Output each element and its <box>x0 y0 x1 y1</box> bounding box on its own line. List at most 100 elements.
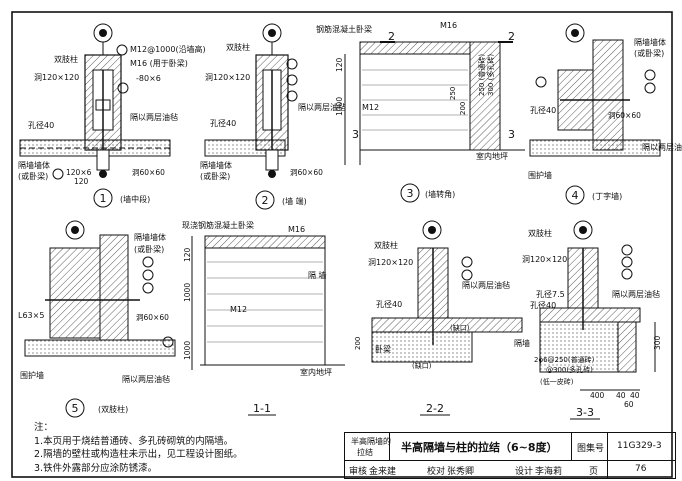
d1-hole-120: 洞120×120 <box>34 72 79 82</box>
d5-youzhan: 隔以两层油毡 <box>122 374 170 384</box>
d2-dim-60x60: 洞60×60 <box>290 168 323 177</box>
s33-dim-400: 400 <box>590 391 605 400</box>
s33-title: 3-3 <box>576 406 594 419</box>
d3-num: 3 <box>407 187 414 200</box>
tb-label-l: 半高隔墙的 <box>351 437 391 446</box>
s33-hole-40: 孔径40 <box>530 300 556 310</box>
tb-label-l2: 拉结 <box>357 448 373 457</box>
d5-geqiang2: (或卧梁) <box>134 244 164 254</box>
d5-l63: L63×5 <box>18 311 44 320</box>
detail-3: 钢筋混凝土卧梁 M16 2 2 120 1000 M12 3 3 250 200… <box>316 21 525 203</box>
s11-xianjiao: 现浇钢筋混凝土卧梁 <box>182 220 254 230</box>
tb-atlas-label: 图集号 <box>577 444 605 454</box>
tb-title: 半高隔墙与柱的拉结（6~8度） <box>401 441 558 454</box>
d1-label-m12: M12@1000(沿墙高) <box>130 44 206 54</box>
s22-quekou2: (缺口) <box>412 361 432 370</box>
d1-geqiang2: (或卧梁) <box>18 171 48 181</box>
detail-1: 双肢柱 M12@1000(沿墙高) M16 (用于卧梁) -80×6 洞120×… <box>18 23 206 208</box>
tb-atlas-no: 11G329-3 <box>617 441 662 451</box>
s11-title: 1-1 <box>253 402 271 415</box>
note-1: 1.本页用于烧结普通砖、多孔砖砌筑的内隔墙。 <box>34 435 234 447</box>
s22-youzhan: 隔以两层油毡 <box>462 280 510 290</box>
d3-sec3b: 3 <box>508 128 515 141</box>
d3-sec2b: 2 <box>508 30 515 43</box>
d4-weihu: 围护墙 <box>528 170 552 180</box>
tb-check-label: 校对 <box>427 467 446 477</box>
s22-title: 2-2 <box>426 402 444 415</box>
s22-shuangzhizhu: 双肢柱 <box>374 240 398 250</box>
d1-youzhan: 隔以两层油毡 <box>130 112 178 122</box>
s33-dim-40a: 40 <box>616 391 626 400</box>
s11-dim-1000a: 1000 <box>183 283 192 302</box>
d3-dim-250: 250 <box>449 87 457 100</box>
d1-dim-120x6: 120×6 <box>66 168 92 177</box>
tb-design-label: 设计 <box>515 467 534 477</box>
d2-geqiang2: (或卧梁) <box>200 171 230 181</box>
d3-dim-1000: 1000 <box>335 97 344 116</box>
d3-shinei: 室内地坪 <box>476 151 508 161</box>
tb-page-no: 76 <box>635 464 647 474</box>
notes: 注： 1.本页用于烧结普通砖、多孔砖砌筑的内隔墙。 2.隔墙的壁柱或构造柱未示出… <box>34 421 243 475</box>
d5-weihu: 围护墙 <box>20 370 44 380</box>
d2-youzhan: 隔以两层油毡 <box>298 102 346 112</box>
d1-label-m16: M16 (用于卧梁) <box>130 59 188 68</box>
d2-num: 2 <box>262 194 269 207</box>
d2-label-shuangzhizhu: 双肢柱 <box>226 42 250 52</box>
tb-divider-3 <box>607 433 608 478</box>
d3-dim-300: 300 (多孔砖) <box>486 54 495 96</box>
d5-geqiang: 隔墙墙体 <box>134 232 166 242</box>
s33-2phi6b: @300(多孔砖) <box>546 365 593 374</box>
d3-dim-250a: 250 (普通砖) <box>477 54 486 96</box>
d5-dim-60x60: 洞60×60 <box>136 313 169 322</box>
s33-dim-60: 60 <box>624 400 634 409</box>
s11-m12: M12 <box>230 305 247 314</box>
s33-geqiang: 隔墙 <box>514 338 530 348</box>
d1-num: 1 <box>100 192 107 205</box>
d3-dim-200: 200 <box>459 102 467 115</box>
detail-2: 双肢柱 洞120×120 孔径40 隔以两层油毡 隔墙墙体 (或卧梁) 洞60×… <box>200 23 346 210</box>
d3-gangjin: 钢筋混凝土卧梁 <box>316 24 372 34</box>
d4-dim-60x60: 洞60×60 <box>608 111 641 120</box>
detail-5: 隔墙墙体 (或卧梁) L63×5 洞60×60 围护墙 隔以两层油毡 5 (双肢… <box>18 220 176 418</box>
section-2-2: 双肢柱 洞120×120 孔径40 隔以两层油毡 (缺口) 卧梁 (缺口) 20… <box>354 220 523 416</box>
note-2: 2.隔墙的壁柱或构造柱未示出，见工程设计图纸。 <box>34 449 243 460</box>
detail-4: 隔墙墙体 (或卧梁) 孔径40 洞60×60 隔以两层油毡 围护墙 4 (丁字墙… <box>528 23 682 205</box>
sheet-frame <box>11 11 673 478</box>
d4-youzhan: 隔以两层油毡 <box>642 142 682 152</box>
tb-review-label: 审核 <box>349 467 368 477</box>
title-block-top-row <box>345 433 675 461</box>
s33-2phi6: 2φ6@250(普通砖) <box>534 355 595 364</box>
d3-caption: (墙转角) <box>425 189 455 199</box>
d4-caption: (丁字墙) <box>592 191 622 201</box>
d2-geqiang: 隔墙墙体 <box>200 160 232 170</box>
d3-sec3a: 3 <box>352 128 359 141</box>
d1-dim-120: 120 <box>74 177 89 186</box>
s22-quekou: (缺口) <box>450 323 470 332</box>
d4-geqiang: 隔墙墙体 <box>634 37 666 47</box>
section-3-3: 双肢柱 洞120×120 孔径7.5 孔径40 隔以两层油毡 隔墙 2φ6@25… <box>514 220 662 420</box>
d1-caption: (墙中段) <box>120 194 150 204</box>
s22-woliang: 卧梁 <box>375 345 391 354</box>
tb-page-label: 页 <box>589 467 599 477</box>
tb-divider-2 <box>571 433 572 460</box>
d3-m12: M12 <box>362 103 379 112</box>
d4-hole-40: 孔径40 <box>530 105 556 115</box>
s11-geqiang: 隔 墙 <box>308 270 327 280</box>
d2-caption: (墙 端) <box>282 196 307 206</box>
s33-shuangzhizhu: 双肢柱 <box>528 228 552 238</box>
d3-dim-120: 120 <box>335 57 344 72</box>
s33-youzhan: 隔以两层油毡 <box>612 289 660 299</box>
s33-kongjing75: 孔径7.5 <box>536 289 565 299</box>
s11-m16: M16 <box>288 225 305 234</box>
tb-divider-1 <box>389 433 390 460</box>
tb-design-name: 李海莉 <box>535 467 563 477</box>
d1-geqiang: 隔墙墙体 <box>18 160 50 170</box>
s22-hole-120: 洞120×120 <box>368 257 413 267</box>
s11-shinei: 室内地坪 <box>300 367 332 377</box>
s33-dimo: (低一皮砖) <box>540 377 574 386</box>
s33-hole-120: 洞120×120 <box>522 254 567 264</box>
d5-caption: (双肢柱) <box>98 404 128 414</box>
s11-dim-1000b: 1000 <box>183 341 192 360</box>
